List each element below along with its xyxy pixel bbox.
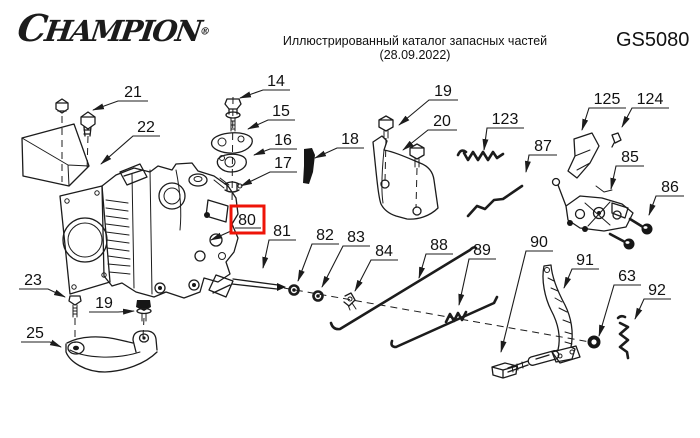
callout-92[interactable]: 92 xyxy=(648,282,666,299)
assembly-part-85 xyxy=(551,177,634,232)
model-number: GS5080 xyxy=(616,29,690,51)
callout-89[interactable]: 89 xyxy=(473,242,491,259)
callout-19-top[interactable]: 19 xyxy=(434,83,452,100)
lever-part-91 xyxy=(542,264,581,364)
callout-63[interactable]: 63 xyxy=(618,268,636,285)
callout-123[interactable]: 123 xyxy=(492,111,519,128)
screw-part-19-bottom xyxy=(136,300,152,338)
bolts-part-86 xyxy=(608,217,653,250)
callout-18[interactable]: 18 xyxy=(341,131,359,148)
highlight-box-part-80 xyxy=(229,204,266,235)
callout-25[interactable]: 25 xyxy=(26,325,44,342)
callout-90[interactable]: 90 xyxy=(530,234,548,251)
callout-20[interactable]: 20 xyxy=(433,113,451,130)
pin-part-124 xyxy=(611,132,622,148)
nut-part-82 xyxy=(288,284,300,296)
rod-part-88 xyxy=(329,246,478,331)
rod-with-spring-part-89 xyxy=(390,295,499,349)
callout-23[interactable]: 23 xyxy=(24,272,42,289)
bracket-part-20-with-bolts-19 xyxy=(372,115,439,220)
carb-stack-parts-14-17 xyxy=(210,96,253,208)
callout-85[interactable]: 85 xyxy=(621,149,639,166)
callout-16[interactable]: 16 xyxy=(274,132,292,149)
callout-125[interactable]: 125 xyxy=(594,91,621,108)
deflector-part-25 xyxy=(65,330,158,373)
callout-124[interactable]: 124 xyxy=(637,91,664,108)
engine-assembly xyxy=(59,162,239,299)
callout-83[interactable]: 83 xyxy=(347,229,365,246)
callout-86[interactable]: 86 xyxy=(661,179,679,196)
callout-88[interactable]: 88 xyxy=(430,237,448,254)
callout-81[interactable]: 81 xyxy=(273,223,291,240)
rod-part-81 xyxy=(208,274,286,298)
link-block-part-90 xyxy=(491,350,560,379)
callout-15[interactable]: 15 xyxy=(272,103,290,120)
callout-17[interactable]: 17 xyxy=(274,155,292,172)
callout-91[interactable]: 91 xyxy=(576,252,594,269)
cover-box-part-22 xyxy=(21,123,90,187)
leader-lines xyxy=(19,89,684,353)
screw-part-23 xyxy=(68,295,82,343)
nut-part-83 xyxy=(312,290,324,302)
grommet-part-63 xyxy=(587,335,601,349)
callout-14[interactable]: 14 xyxy=(267,73,285,90)
clip-part-84 xyxy=(343,292,357,311)
gasket-part-18 xyxy=(303,148,315,184)
bracket-part-125 xyxy=(567,132,600,179)
screws-part-21 xyxy=(55,98,96,182)
callout-87[interactable]: 87 xyxy=(534,138,552,155)
catalog-subtitle: Иллюстрированный каталог запасных частей… xyxy=(282,34,548,62)
spring-part-123 xyxy=(456,149,505,162)
callout-21[interactable]: 21 xyxy=(124,84,142,101)
callout-84[interactable]: 84 xyxy=(375,243,393,260)
callout-80-highlighted[interactable]: 80 xyxy=(238,212,256,229)
callout-19-bottom[interactable]: 19 xyxy=(95,295,113,312)
callout-22[interactable]: 22 xyxy=(137,119,155,136)
spring-part-92 xyxy=(616,314,630,360)
callout-82[interactable]: 82 xyxy=(316,227,334,244)
axis-centerline xyxy=(283,287,591,343)
rod-part-87 xyxy=(466,184,524,218)
